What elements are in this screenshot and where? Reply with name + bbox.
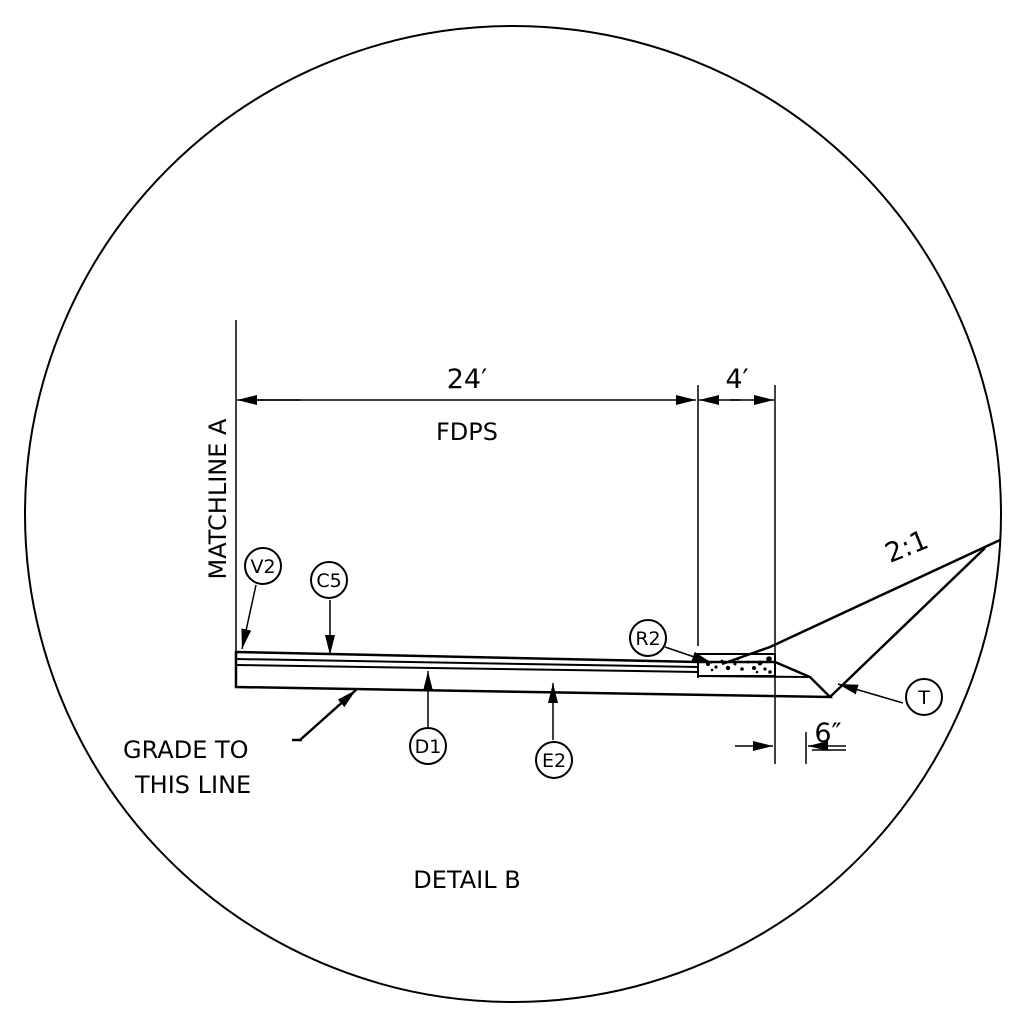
detail-boundary-circle — [24, 25, 1002, 1003]
callout-d1-label: D1 — [415, 736, 442, 758]
label-slope-ratio: 2:1 — [881, 525, 933, 570]
callout-r2: R2 — [629, 619, 667, 657]
callout-e2-bubble — [535, 741, 573, 779]
grade-leader-arrow — [299, 689, 357, 741]
callout-v2: V2 — [244, 547, 282, 585]
dimension-main-width: 24′ — [447, 364, 488, 395]
dimension-shoulder-width: 4′ — [725, 364, 748, 395]
callout-r2-label: R2 — [635, 628, 660, 650]
callout-t-bubble — [905, 678, 943, 716]
callout-t: T — [905, 678, 943, 716]
aggregate-stipple — [706, 656, 772, 674]
label-fdps: FDPS — [436, 418, 498, 446]
surface-layer-line — [235, 658, 699, 668]
callout-c5-label: C5 — [316, 570, 341, 592]
callout-v2-bubble — [244, 547, 282, 585]
callout-d1: D1 — [409, 727, 447, 765]
callout-r2-bubble — [629, 619, 667, 657]
label-matchline: MATCHLINE A — [204, 418, 232, 580]
callout-e2-label: E2 — [542, 750, 566, 772]
base-layer-line — [235, 664, 699, 673]
label-detail-title: DETAIL B — [413, 866, 520, 894]
leader-v2 — [241, 584, 257, 650]
callout-d1-bubble — [409, 727, 447, 765]
label-grade-note-line1: GRADE TO — [123, 736, 249, 764]
fill-slope-line — [721, 538, 1001, 666]
callout-v2-label: V2 — [250, 556, 275, 578]
dimension-toe-offset: 6″ — [814, 718, 841, 749]
pavement-section-outline — [234, 650, 834, 699]
toe-slope-line — [829, 547, 986, 698]
leader-r2 — [664, 646, 713, 664]
shoulder-aggregate-block — [697, 653, 776, 677]
callout-e2: E2 — [535, 741, 573, 779]
callout-c5-bubble — [310, 561, 348, 599]
leader-t — [837, 683, 904, 704]
callout-t-label: T — [917, 687, 930, 709]
label-grade-note-line2: THIS LINE — [134, 771, 251, 799]
callout-c5: C5 — [310, 561, 348, 599]
